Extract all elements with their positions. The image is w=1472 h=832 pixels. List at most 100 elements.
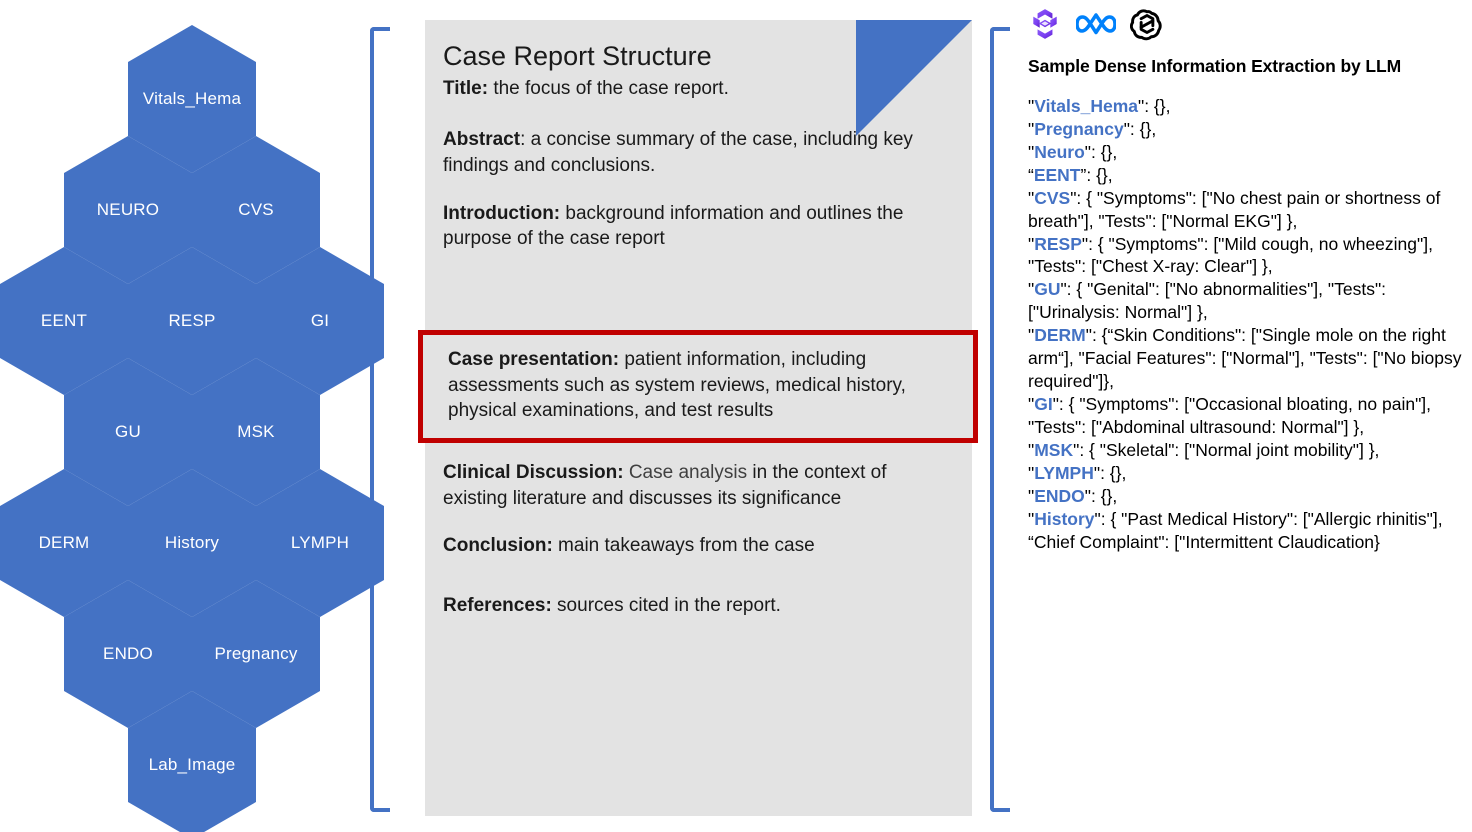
extraction-prefix: " — [1028, 439, 1035, 460]
doc-section-title: Title: the focus of the case report. — [443, 76, 954, 102]
hexagon-label: Vitals_Hema — [142, 88, 242, 108]
hexagon-label: MSK — [237, 421, 275, 441]
case-report-document: Case Report Structure Title: the focus o… — [418, 20, 978, 816]
extraction-line-cvs: "CVS": { "Symptoms": ["No chest pain or … — [1028, 187, 1470, 233]
doc-section-introduction-heading: Introduction: — [443, 202, 561, 224]
extraction-prefix: " — [1028, 485, 1035, 506]
extraction-prefix: " — [1028, 118, 1035, 139]
extraction-key: CVS — [1034, 187, 1071, 208]
hexagon-endo[interactable]: ENDO — [64, 580, 192, 728]
hexagon-label: History — [164, 532, 220, 552]
extraction-key: History — [1034, 508, 1095, 529]
extraction-value: ": { "Genital": ["No abnormalities"], "T… — [1028, 279, 1387, 323]
extraction-value: ": { "Past Medical History": ["Allergic … — [1028, 508, 1443, 552]
extraction-prefix: " — [1028, 462, 1035, 483]
hexagon-label: NEURO — [96, 199, 160, 219]
extraction-key: GI — [1034, 393, 1053, 414]
llm-extraction-panel: Sample Dense Information Extraction by L… — [1022, 0, 1472, 832]
doc-section-references: References: sources cited in the report. — [443, 593, 954, 619]
extraction-prefix: " — [1028, 233, 1035, 254]
doc-section-introduction: Introduction: background information and… — [443, 201, 923, 252]
extraction-line-msk: "MSK": { "Skeletal": ["Normal joint mobi… — [1028, 439, 1470, 462]
doc-section-clinical-discussion: Clinical Discussion: Case analysis in th… — [443, 460, 953, 511]
extraction-line-resp: "RESP": { "Symptoms": ["Mild cough, no w… — [1028, 233, 1470, 279]
openai-logo-icon — [1130, 9, 1162, 41]
hexagon-label: ENDO — [103, 643, 153, 663]
hexagon-label: LYMPH — [290, 532, 350, 552]
extraction-value: ": { "Symptoms": ["Mild cough, no wheezi… — [1028, 233, 1433, 277]
extraction-line-gi: "GI": { "Symptoms": ["Occasional bloatin… — [1028, 393, 1470, 439]
extraction-line-vitals_hema: "Vitals_Hema": {}, — [1028, 95, 1470, 118]
hexagon-label: Lab_Image — [148, 754, 236, 774]
page-title: Case Report Structure — [443, 41, 712, 71]
doc-section-references-heading: References: — [443, 594, 552, 616]
extraction-prefix: " — [1028, 279, 1035, 300]
doc-section-references-body: sources cited in the report. — [551, 594, 781, 616]
extraction-value: ”: {}, — [1080, 164, 1113, 185]
doc-section-case-presentation-heading: Case presentation: — [448, 349, 620, 370]
document-corner-fold-icon — [856, 20, 972, 136]
doc-section-conclusion-heading: Conclusion: — [443, 535, 553, 557]
right-bracket — [990, 27, 1010, 812]
extraction-value: ": {}, — [1123, 118, 1157, 139]
extraction-line-eent: “EENT”: {}, — [1028, 164, 1470, 187]
doc-section-conclusion: Conclusion: main takeaways from the case — [443, 533, 954, 559]
llm-logo-row — [1022, 2, 1472, 46]
mistral-logo-icon — [1033, 9, 1057, 39]
extraction-key: Vitals_Hema — [1034, 96, 1138, 116]
extraction-key: LYMPH — [1034, 462, 1094, 483]
extraction-value: ": { "Skeletal": ["Normal joint mobility… — [1073, 439, 1380, 460]
hexagon-label: CVS — [238, 199, 274, 219]
hexagon-label: GU — [115, 421, 141, 441]
extraction-prefix: " — [1028, 141, 1035, 162]
extraction-key: RESP — [1034, 233, 1082, 254]
extraction-prefix: " — [1028, 393, 1035, 414]
meta-logo-icon — [1076, 13, 1116, 35]
doc-section-case-presentation-body: patient information, including assessmen… — [448, 349, 906, 422]
extraction-prefix: " — [1028, 96, 1035, 116]
extraction-value: ": {}, — [1093, 462, 1127, 483]
doc-section-title-heading: Title: — [443, 77, 489, 99]
extraction-key: GU — [1034, 279, 1061, 300]
extraction-key: MSK — [1034, 439, 1074, 460]
extraction-prefix: " — [1028, 325, 1035, 346]
extraction-line-derm: "DERM": {“Skin Conditions": ["Single mol… — [1028, 324, 1470, 393]
extraction-line-lymph: "LYMPH": {}, — [1028, 462, 1470, 485]
extraction-key: ENDO — [1034, 485, 1085, 506]
doc-section-clinical-discussion-heading: Clinical Discussion: — [443, 461, 624, 483]
extraction-prefix: " — [1028, 508, 1035, 529]
extraction-key: Pregnancy — [1034, 118, 1124, 139]
extraction-key: Neuro — [1034, 141, 1085, 162]
extraction-value: ": { "Symptoms": ["No chest pain or shor… — [1028, 187, 1441, 231]
doc-section-abstract-body: : a concise summary of the case, includi… — [443, 129, 913, 177]
extraction-line-gu: "GU": { "Genital": ["No abnormalities"],… — [1028, 278, 1470, 324]
extraction-prefix: " — [1028, 187, 1035, 208]
doc-section-clinical-discussion-body-dim: Case analysis — [623, 461, 748, 483]
extraction-line-pregnancy: "Pregnancy": {}, — [1028, 118, 1470, 141]
extraction-prefix: “ — [1028, 164, 1034, 185]
llm-panel-heading: Sample Dense Information Extraction by L… — [1028, 56, 1402, 76]
doc-section-clinical-discussion-body: in the context of existing literature an… — [443, 461, 887, 509]
hexagon-label: DERM — [38, 532, 90, 552]
hexagon-label: RESP — [168, 310, 216, 330]
extraction-line-history: "History": { "Past Medical History": ["A… — [1028, 508, 1470, 554]
extraction-value: ": {}, — [1138, 96, 1171, 116]
hexagon-pregnancy[interactable]: Pregnancy — [192, 580, 320, 728]
doc-section-case-presentation: Case presentation: patient information, … — [448, 347, 949, 424]
extraction-value: ": { "Symptoms": ["Occasional bloating, … — [1028, 393, 1432, 437]
doc-section-introduction-body: background information and outlines the … — [443, 202, 904, 250]
hexagon-label: EENT — [40, 310, 88, 330]
doc-section-abstract: Abstract: a concise summary of the case,… — [443, 127, 913, 178]
extraction-line-neuro: "Neuro": {}, — [1028, 141, 1470, 164]
extraction-value: ": {}, — [1084, 485, 1118, 506]
hexagon-label: GI — [310, 310, 330, 330]
extraction-key: DERM — [1034, 325, 1086, 346]
extraction-value: ": {“Skin Conditions": ["Single mole on … — [1028, 325, 1462, 392]
doc-section-title-body: the focus of the case report. — [488, 77, 729, 99]
extraction-line-endo: "ENDO": {}, — [1028, 485, 1470, 508]
extraction-key: EENT — [1033, 164, 1081, 185]
doc-section-conclusion-body: main takeaways from the case — [552, 535, 815, 557]
llm-extraction-json: "Vitals_Hema": {}, "Pregnancy": {}, "Neu… — [1022, 95, 1472, 553]
doc-section-abstract-heading: Abstract — [443, 129, 521, 151]
